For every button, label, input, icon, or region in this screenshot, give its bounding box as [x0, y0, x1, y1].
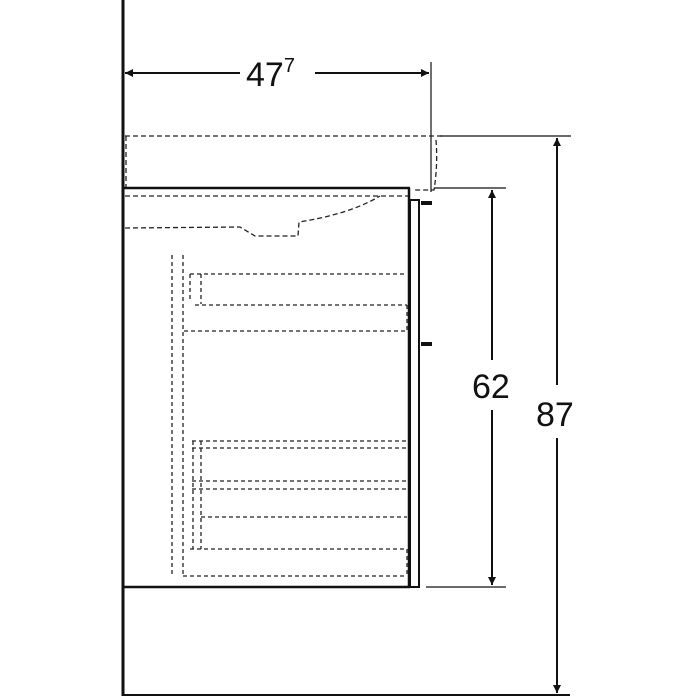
- countertop-outline: [124, 135, 445, 237]
- cabinet-height-label: 62: [472, 368, 510, 406]
- drawer-outlines: [171, 255, 408, 577]
- total-height-label: 87: [536, 396, 574, 434]
- cabinet-body: [123, 186, 432, 589]
- width-dimension-label: 477: [246, 55, 295, 94]
